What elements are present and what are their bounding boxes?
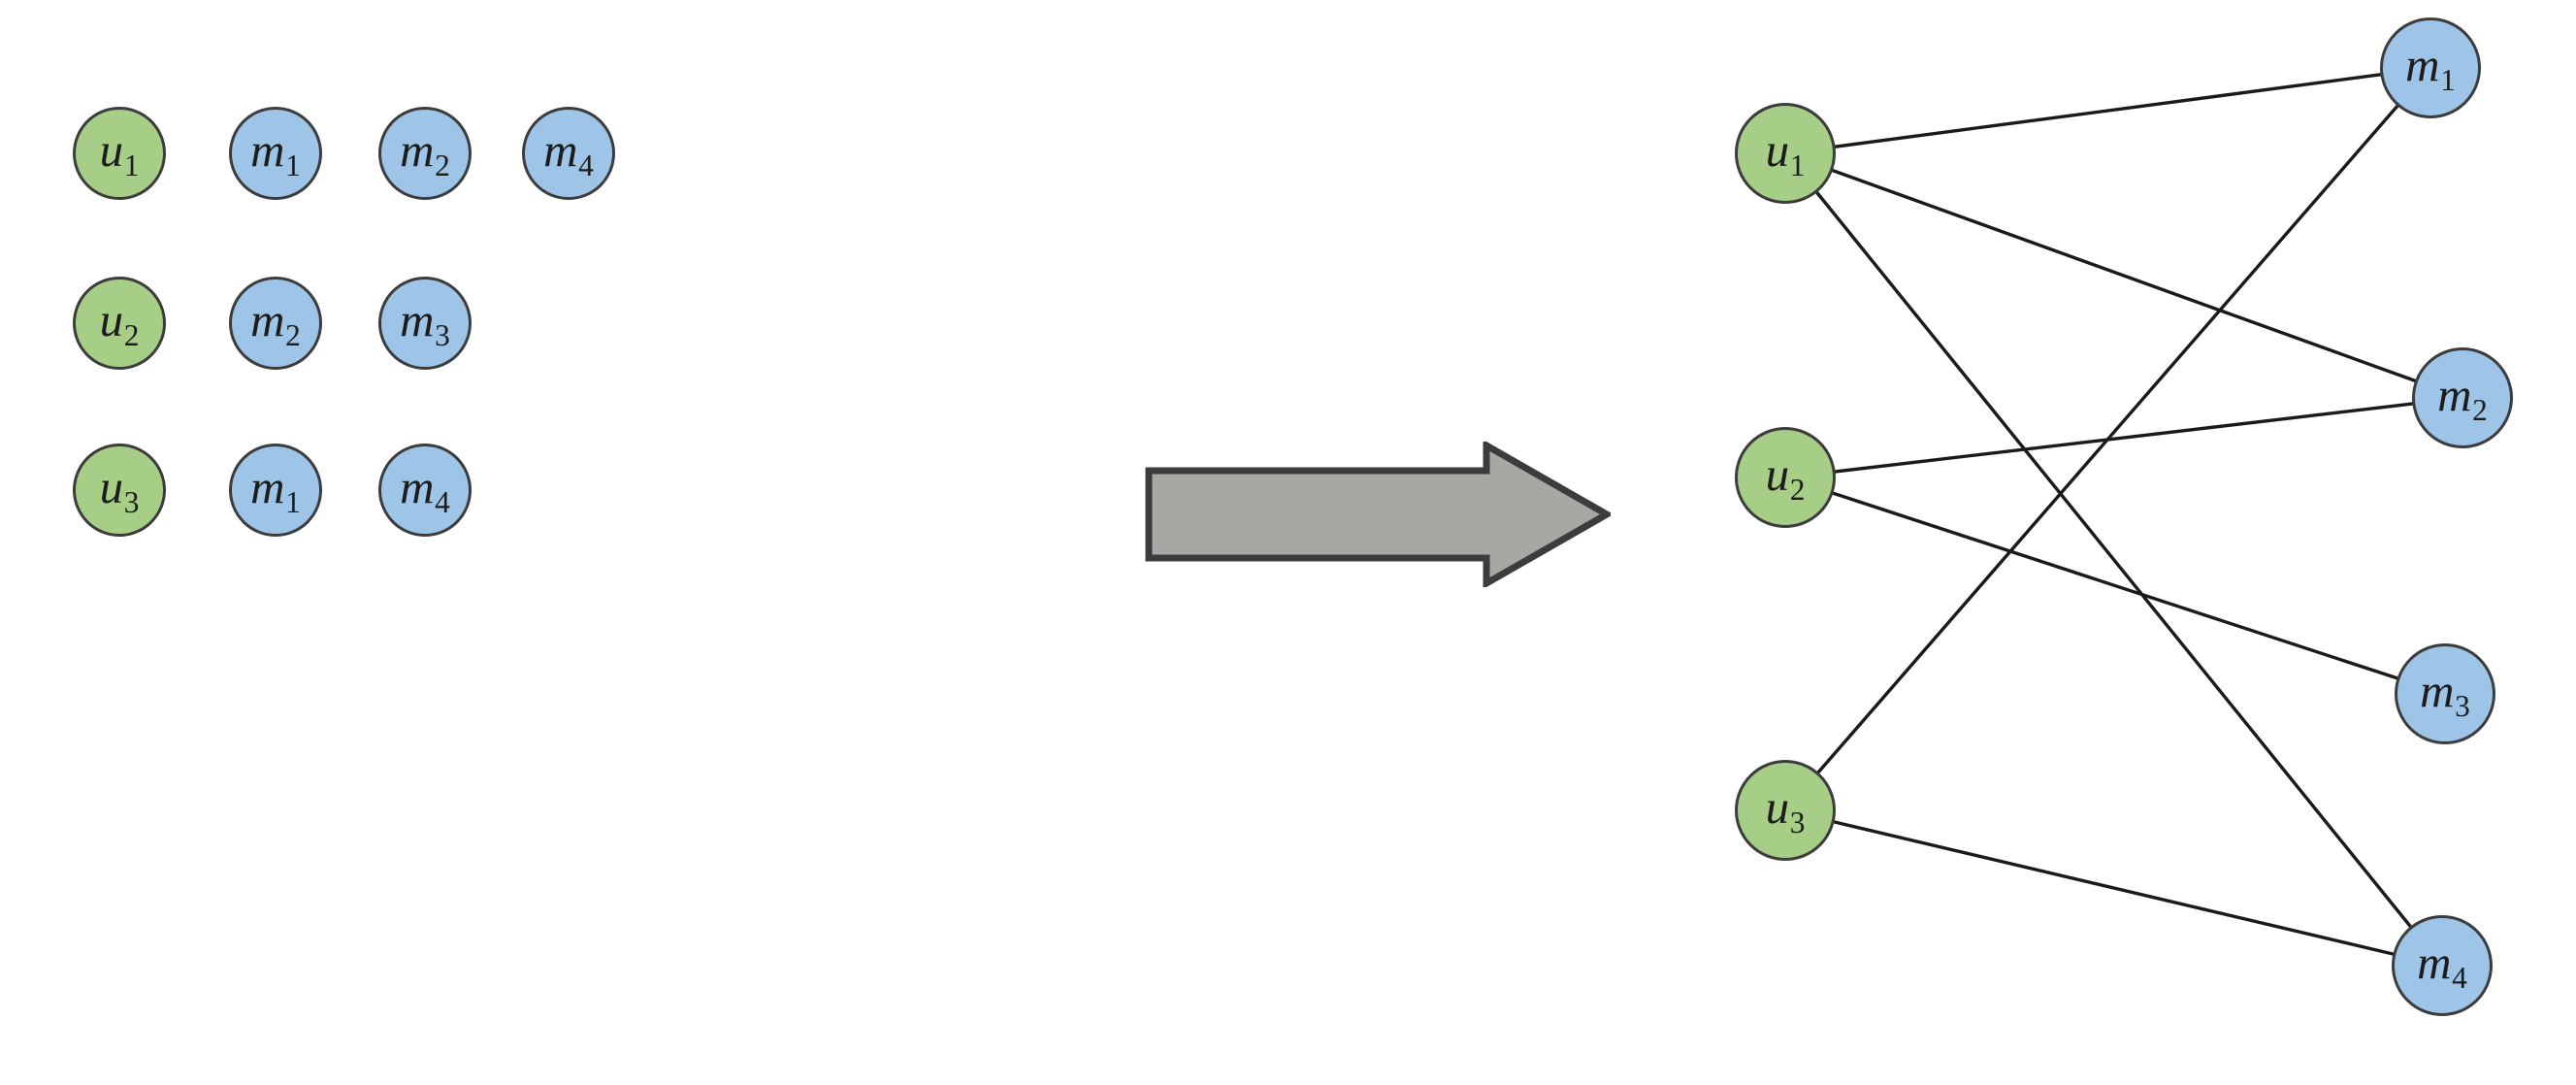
graph-user-node-u1[interactable]: u1 [1735, 103, 1836, 204]
left-user-node-u2-label: u2 [99, 293, 140, 352]
left-item-node-r1-m2-label: m2 [400, 123, 450, 182]
graph-user-node-u2[interactable]: u2 [1735, 427, 1836, 528]
bipartite-graph-panel: u1 u2 u3 m1 m2 m3 m4 [1640, 0, 2576, 1085]
graph-edge-u2-m3 [1829, 490, 2401, 681]
left-item-node-r3-m4[interactable]: m4 [378, 444, 472, 537]
interaction-lists-panel: u1 m1 m2 m4 u2 m2 m3 u3 m1 m4 [0, 0, 1116, 1085]
left-item-node-r1-m4-label: m4 [543, 123, 594, 182]
graph-user-node-u2-label: u2 [1765, 447, 1806, 507]
left-item-node-r3-m1-label: m1 [250, 460, 301, 519]
left-item-node-r2-m3[interactable]: m3 [378, 277, 472, 370]
graph-edge-u3-m1 [1815, 103, 2400, 775]
graph-item-node-m2[interactable]: m2 [2412, 347, 2513, 448]
interaction-row: u1 m1 m2 m4 [0, 0, 1116, 1085]
left-item-node-r1-m1-label: m1 [250, 123, 301, 182]
left-item-node-r1-m2[interactable]: m2 [378, 107, 472, 200]
transformation-arrow-panel [1116, 0, 1640, 1085]
graph-edge-u2-m2 [1831, 402, 2417, 474]
graph-user-node-u3-label: u3 [1765, 780, 1806, 839]
interaction-row: u2 m2 m3 [0, 0, 1116, 1085]
left-user-node-u3-label: u3 [99, 460, 140, 519]
left-item-node-r1-m4[interactable]: m4 [522, 107, 615, 200]
left-item-node-r2-m2[interactable]: m2 [229, 277, 322, 370]
graph-item-node-m4[interactable]: m4 [2392, 915, 2493, 1016]
left-user-node-u2[interactable]: u2 [73, 277, 166, 370]
left-item-node-r3-m4-label: m4 [400, 460, 450, 519]
left-item-node-r2-m2-label: m2 [250, 293, 301, 352]
graph-item-node-m3[interactable]: m3 [2395, 643, 2495, 744]
left-user-node-u1-label: u1 [99, 123, 140, 182]
graph-edge-u1-m1 [1831, 72, 2385, 149]
graph-user-node-u1-label: u1 [1765, 123, 1806, 182]
graph-item-node-m1[interactable]: m1 [2380, 17, 2481, 118]
left-item-node-r1-m1[interactable]: m1 [229, 107, 322, 200]
graph-item-node-m1-label: m1 [2405, 38, 2456, 97]
graph-item-node-m2-label: m2 [2437, 368, 2488, 427]
graph-user-node-u3[interactable]: u3 [1735, 760, 1836, 861]
right-block-arrow-icon [1145, 442, 1611, 587]
graph-edge-u1-m2 [1829, 168, 2419, 383]
left-user-node-u1[interactable]: u1 [73, 107, 166, 200]
graph-item-node-m4-label: m4 [2417, 936, 2467, 995]
left-user-node-u3[interactable]: u3 [73, 444, 166, 537]
left-item-node-r2-m3-label: m3 [400, 293, 450, 352]
left-item-node-r3-m1[interactable]: m1 [229, 444, 322, 537]
graph-edge-u3-m4 [1830, 819, 2397, 957]
graph-edge-u1-m4 [1813, 189, 2414, 930]
graph-item-node-m3-label: m3 [2420, 664, 2470, 723]
interaction-row: u3 m1 m4 [0, 0, 1116, 1085]
